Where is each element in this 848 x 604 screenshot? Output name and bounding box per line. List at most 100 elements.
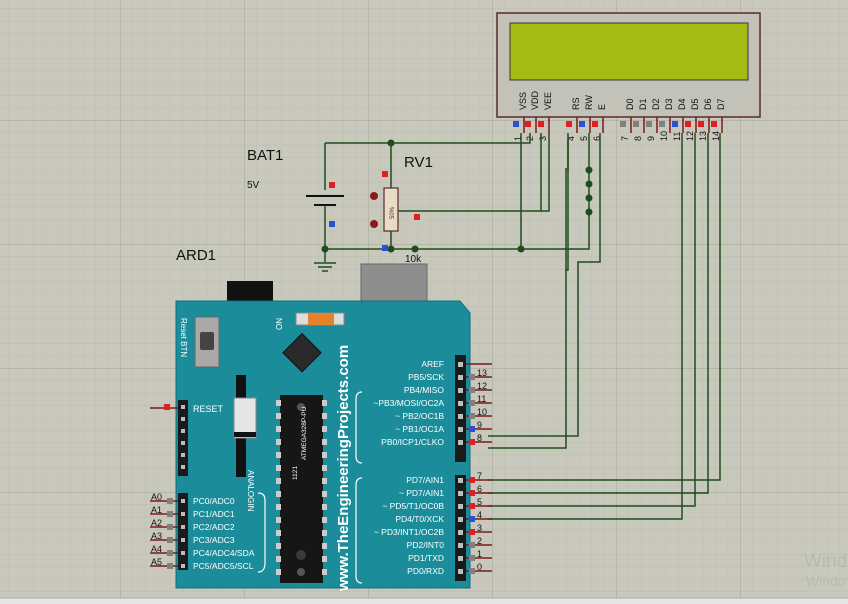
- wire-d7: [488, 133, 721, 481]
- digital-pin-label: ~ PD3/INT1/OC2B: [374, 527, 444, 537]
- digital-pin-marker: [469, 413, 475, 419]
- lcd-pin-number: 13: [698, 131, 708, 141]
- digital-pin-11[interactable]: ~PB3/MOSI/OC2A 11: [373, 394, 492, 408]
- lcd-pin-7[interactable]: D0 7: [620, 98, 635, 141]
- digital-pin-label: PD7/AIN1: [406, 475, 444, 485]
- digital-pin-label: PB0/ICP1/CLKO: [381, 437, 444, 447]
- lcd-pin-13[interactable]: D6 13: [698, 98, 713, 141]
- lcd-pin-name: D6: [703, 98, 713, 110]
- digital-pin-marker: [469, 542, 475, 548]
- digital-pin-number: 11: [477, 394, 486, 404]
- lcd-pin-marker: [592, 121, 598, 127]
- pot-up-button[interactable]: [370, 192, 378, 200]
- analogin-label: ANALOGIN: [246, 470, 255, 512]
- wire-d6: [488, 133, 709, 494]
- digital-header-top: [455, 355, 466, 462]
- arduino-ard1[interactable]: ARD1 Reset BTN ON RESET ANALOGIN: [150, 247, 492, 592]
- lcd-pin-marker: [646, 121, 652, 127]
- lcd-pin-number: 7: [620, 136, 630, 141]
- digital-pin-label: ~PB3/MOSI/OC2A: [373, 398, 444, 408]
- lcd-pin-marker: [525, 121, 531, 127]
- digital-pin-label: PD2/INT0: [407, 540, 445, 550]
- potentiometer-rv1[interactable]: RV1 50% 10k: [370, 154, 433, 265]
- wire-rs-fix: [565, 139, 569, 270]
- digital-pin-label: PD1/TXD: [408, 553, 444, 563]
- power-header-pins: [181, 405, 185, 469]
- analog-pin-number: A4: [151, 544, 162, 554]
- lcd-pin-9[interactable]: D29: [646, 98, 661, 141]
- digital-pin-7[interactable]: PD7/AIN1 7: [406, 471, 492, 485]
- digital-pin-number: 5: [477, 497, 482, 507]
- lcd-pin-number: 1: [513, 136, 523, 141]
- wire-e: [488, 142, 601, 437]
- lcd-module[interactable]: VSS1VDD2VEE3RS4RW5E6D07D18D29D310D411D51…: [496, 12, 761, 141]
- battery-bat1[interactable]: BAT1 5V: [247, 147, 344, 272]
- wire-d5: [488, 133, 696, 507]
- battery-value: 5V: [247, 180, 260, 191]
- lcd-pin-name: D0: [625, 98, 635, 110]
- pot-down-button[interactable]: [370, 220, 378, 228]
- watermark-line-2: Windo: [806, 573, 846, 589]
- analog-pin-a1[interactable]: A1 PC1/ADC1: [150, 505, 235, 519]
- lcd-pin-6[interactable]: E6: [592, 104, 607, 141]
- pot-value: 10k: [405, 254, 422, 265]
- lcd-pin-marker: [579, 121, 585, 127]
- digital-pin-label: PD0/RXD: [407, 566, 444, 576]
- website-text: www.TheEngineeringProjects.com: [335, 345, 352, 592]
- icsp-chip: [282, 332, 322, 373]
- digital-pin-marker: [469, 426, 475, 432]
- wire-pot-wiper: [398, 133, 550, 212]
- analog-bracket: [257, 492, 266, 573]
- reset-label: RESET: [193, 404, 224, 414]
- digital-pin-number: 12: [477, 381, 487, 391]
- analog-pin-number: A1: [151, 505, 162, 515]
- analog-pin-number: A5: [151, 557, 162, 567]
- digital-pin-marker: [469, 555, 475, 561]
- digital-bracket-bottom: [355, 477, 363, 584]
- lcd-pin-5[interactable]: RW5: [579, 95, 594, 141]
- lcd-pin-name: D3: [664, 98, 674, 110]
- lcd-pin-marker: [672, 121, 678, 127]
- wire-d4: [488, 133, 683, 520]
- chip-text-1: 1121: [292, 466, 299, 480]
- lcd-pin-name: D7: [716, 98, 726, 110]
- digital-pin-aref[interactable]: AREF: [421, 359, 492, 369]
- digital-pin-label: AREF: [421, 359, 444, 369]
- lcd-pin-name: D5: [690, 98, 700, 110]
- analog-pin-label: PC1/ADC1: [193, 509, 235, 519]
- watermark-line-1: Wind: [804, 551, 847, 572]
- lcd-pin-marker: [685, 121, 691, 127]
- lcd-pin-4[interactable]: RS4: [566, 97, 581, 141]
- horizontal-scrollbar[interactable]: [0, 598, 848, 604]
- analog-pin-number: A3: [151, 531, 162, 541]
- digital-pin-number: 7: [477, 471, 482, 481]
- reset-button[interactable]: [194, 316, 220, 368]
- lcd-pin-8[interactable]: D18: [633, 98, 648, 141]
- on-label: ON: [275, 318, 284, 330]
- digital-pin-number: 9: [477, 420, 482, 430]
